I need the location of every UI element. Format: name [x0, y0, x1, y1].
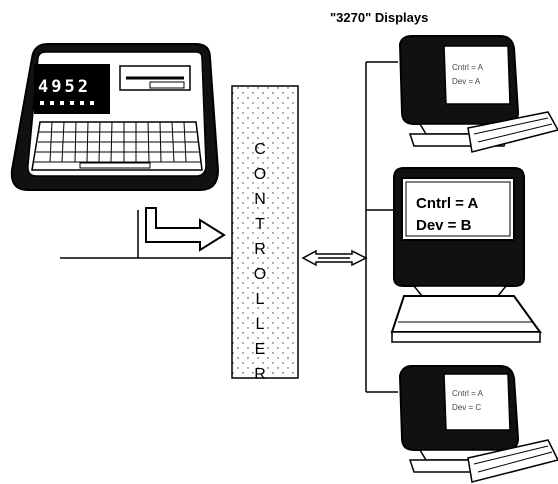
display-top-line2: Dev = A [452, 77, 481, 86]
controller-box [231, 85, 299, 379]
device-readout: 4952 [38, 77, 91, 97]
bus-connector [301, 249, 368, 267]
data-flow-arrow [145, 207, 226, 252]
display-bottom-line2: Dev = C [452, 403, 481, 412]
terminal-screen [34, 64, 110, 114]
display-bottom: Cntrl = A Dev = C [398, 365, 558, 483]
displays-label: "3270" Displays [330, 10, 428, 25]
display-top-line1: Cntrl = A [452, 63, 484, 72]
portable-terminal: 4952 [10, 43, 220, 191]
controller-label: CONTROLLER [252, 141, 269, 391]
display-middle-line2: Dev = B [416, 217, 472, 234]
terminal-keyboard [31, 121, 203, 171]
display-top: Cntrl = A Dev = A [398, 35, 558, 153]
terminal-connection [60, 210, 232, 259]
display-middle: Cntrl = A Dev = B [390, 167, 542, 343]
display-middle-line1: Cntrl = A [416, 195, 479, 212]
display-bottom-line1: Cntrl = A [452, 389, 484, 398]
display-branch-lines [365, 61, 398, 393]
